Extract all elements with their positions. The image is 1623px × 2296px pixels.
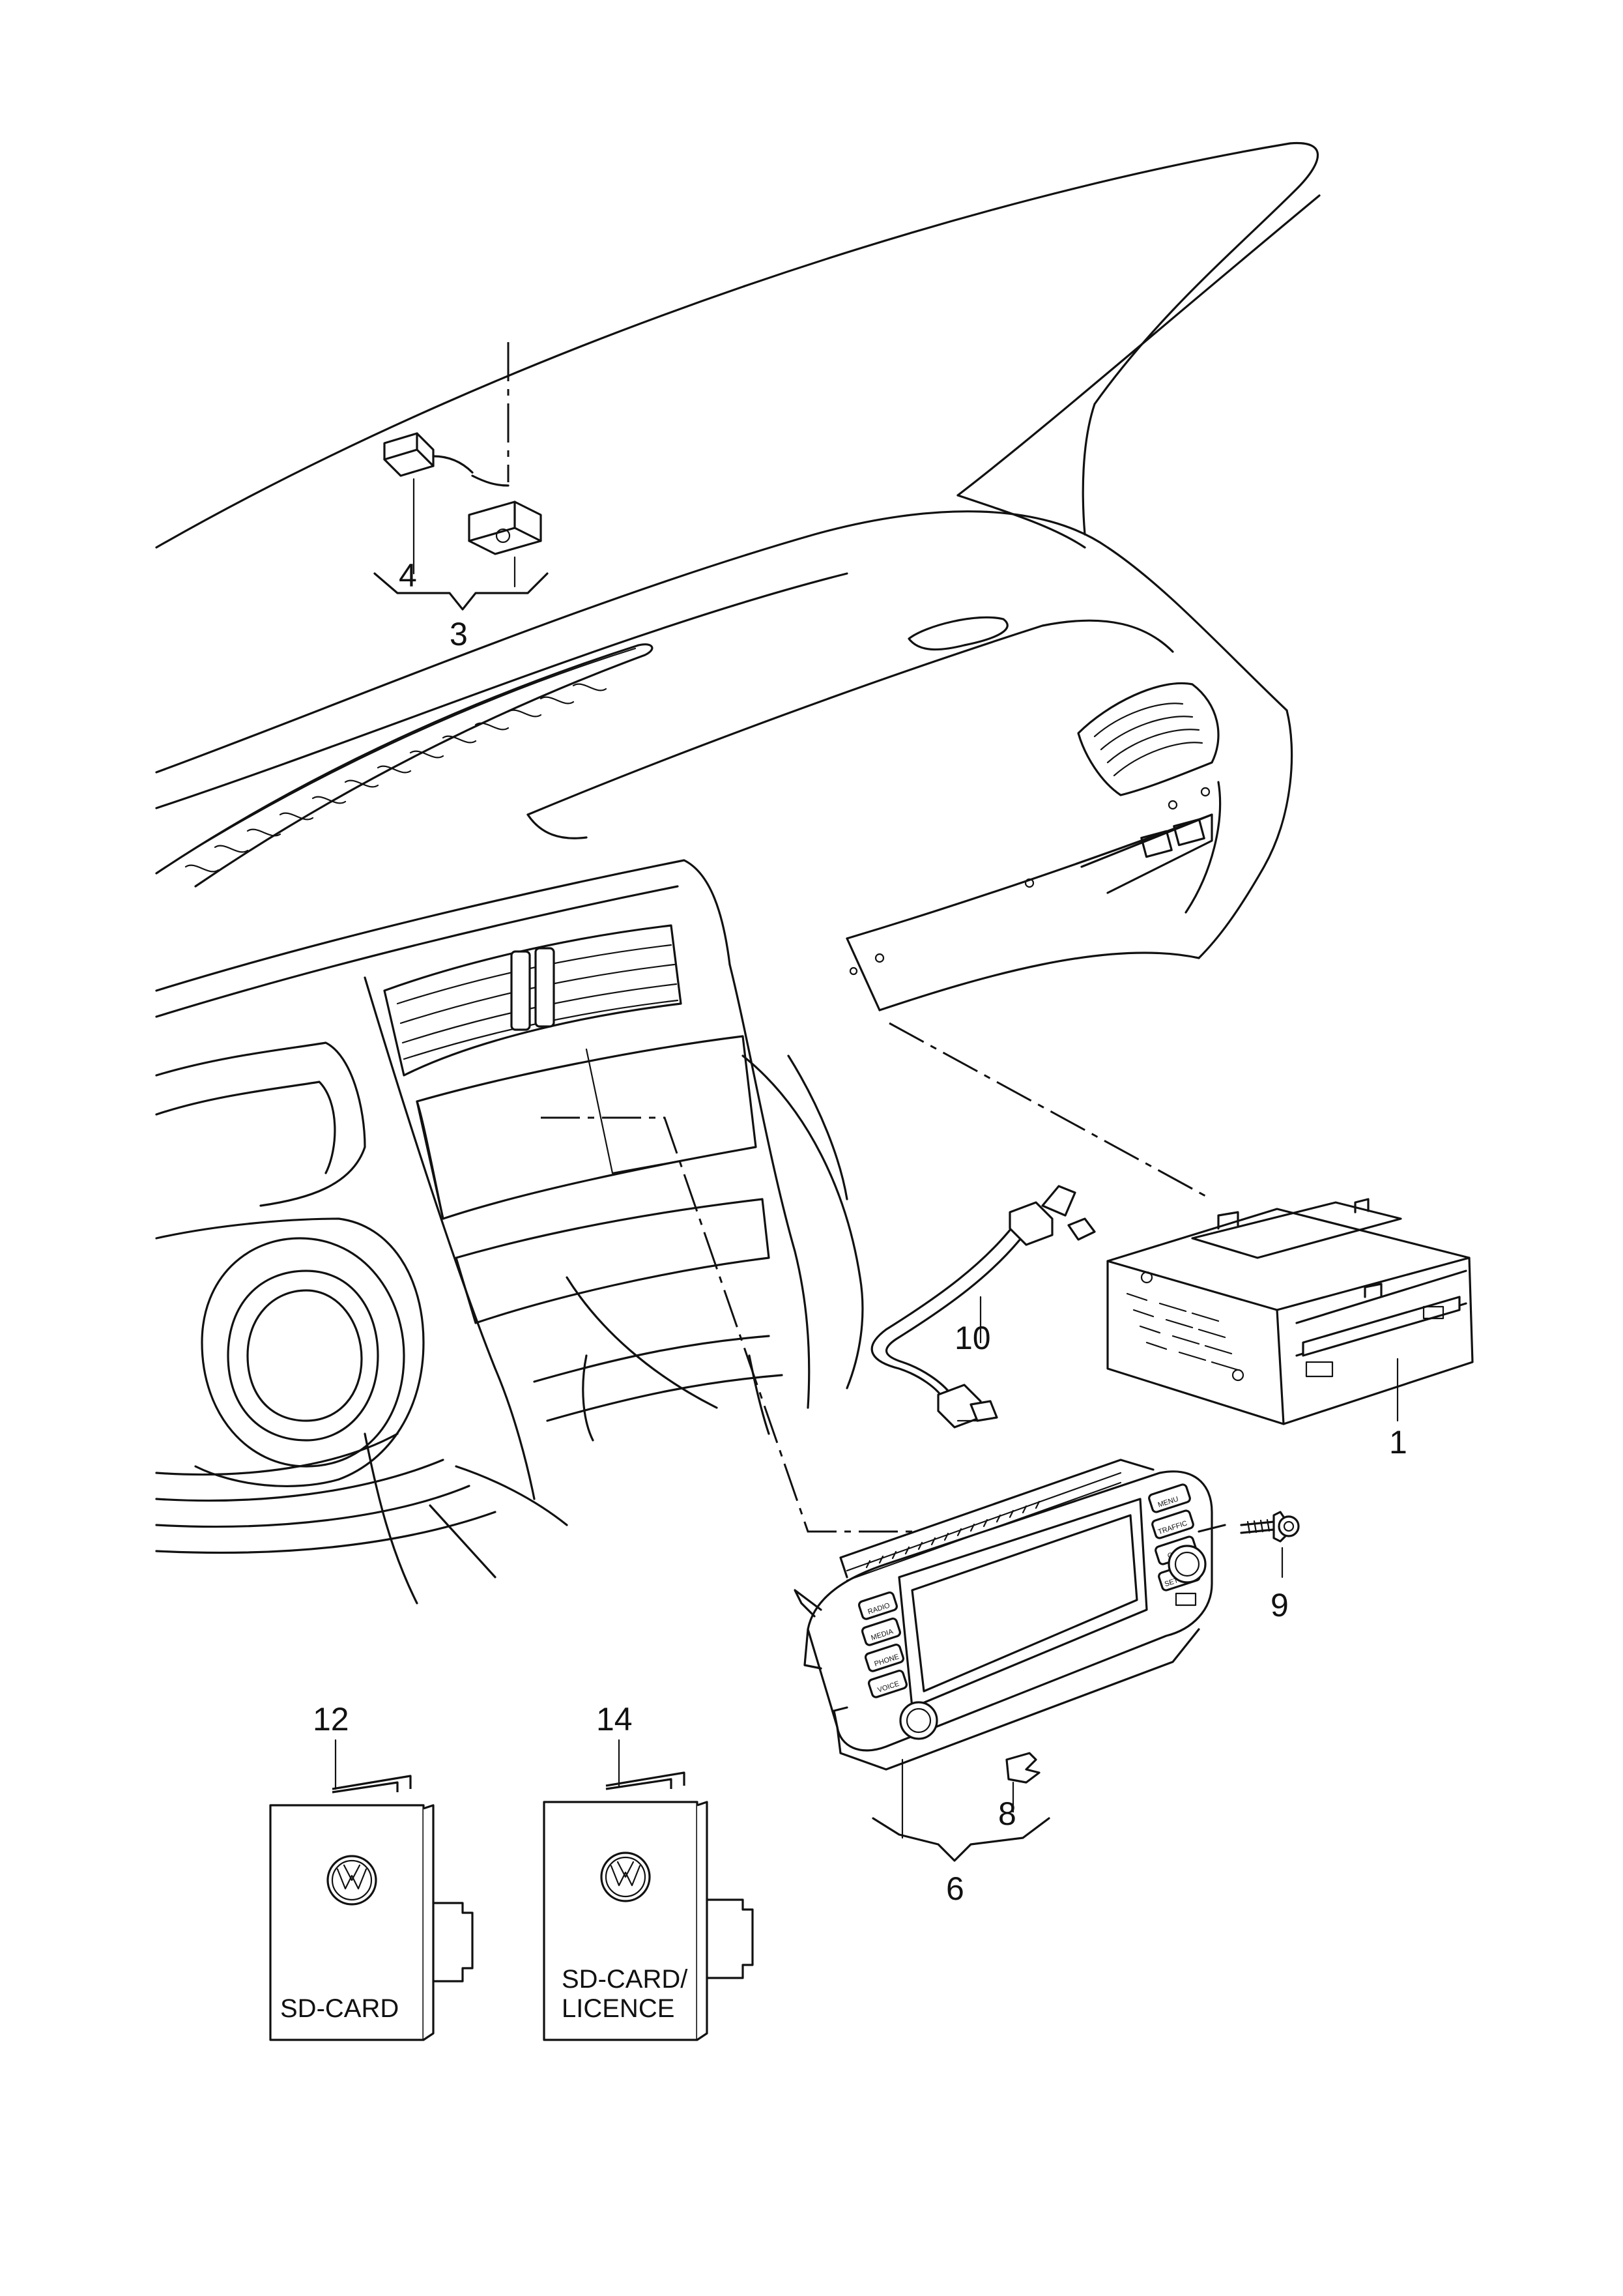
callout-10: 10 <box>955 1320 991 1356</box>
booklet-licence-line2: LICENCE <box>562 1994 674 2023</box>
callout-4: 4 <box>399 557 417 594</box>
callout-14: 14 <box>596 1701 633 1737</box>
booklet-licence-line1: SD-CARD/ <box>562 1965 688 1994</box>
antenna-cable <box>870 1185 1096 1429</box>
callout-12: 12 <box>313 1701 349 1737</box>
callout-9: 9 <box>1271 1587 1289 1623</box>
booklet-sd-card: SD-CARD <box>269 1775 474 2041</box>
booklet-sd-card-licence: SD-CARD/ LICENCE <box>543 1771 754 2041</box>
callout-6: 6 <box>946 1870 964 1907</box>
callout-8: 8 <box>998 1795 1016 1832</box>
callout-1: 1 <box>1389 1424 1407 1460</box>
assembly-leader-lines <box>507 342 1206 1533</box>
radio-head-unit: RADIO MEDIA PHONE VOICE MENU TRAFFIC CAR… <box>794 1459 1226 1771</box>
antenna-connector-assembly <box>373 432 549 611</box>
booklet-sd-card-text: SD-CARD <box>280 1994 399 2023</box>
screw-part <box>1240 1511 1300 1578</box>
callout-3: 3 <box>450 616 468 652</box>
callout-labels: 1 3 4 6 8 9 10 12 14 <box>313 557 1407 1907</box>
tuner-knob-icon <box>1168 1545 1207 1584</box>
clip-part <box>872 1752 1050 1862</box>
media-drive-unit <box>1106 1198 1474 1425</box>
left-button-column: RADIO MEDIA PHONE VOICE <box>857 1591 908 1698</box>
dashboard-illustration <box>155 141 1321 1605</box>
volume-knob-icon <box>899 1701 938 1740</box>
